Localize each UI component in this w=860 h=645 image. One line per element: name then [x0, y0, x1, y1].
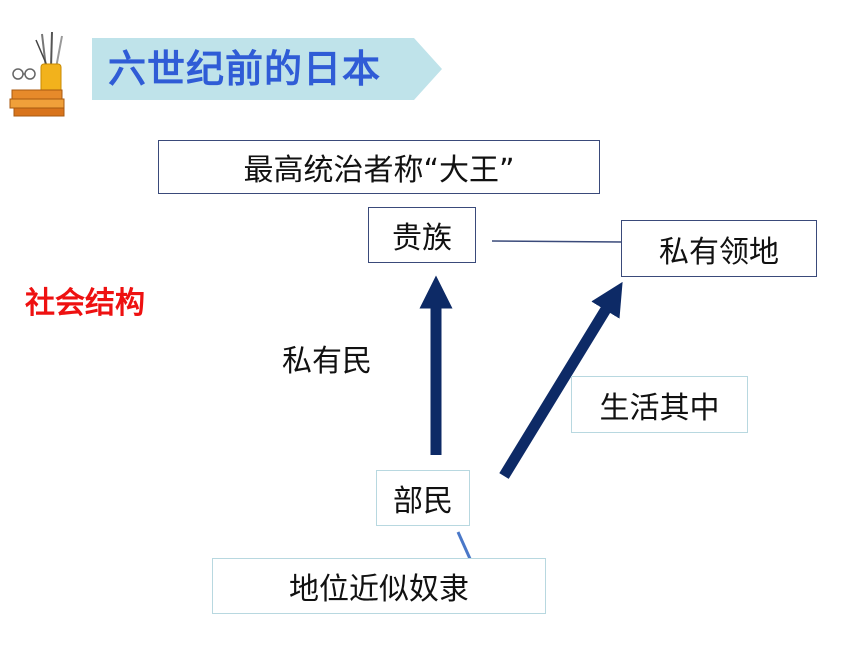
page-title: 六世纪前的日本: [108, 47, 382, 91]
private-people-label: 私有民: [282, 344, 372, 379]
people-box: 部民: [376, 470, 470, 526]
ruler-box: 最高统治者称“大王”: [158, 140, 600, 194]
territory-label: 私有领地: [659, 234, 779, 270]
ruler-label: 最高统治者称“大王”: [243, 153, 515, 188]
live-within-label: 生活其中: [599, 390, 720, 426]
nobles-box: 贵族: [368, 207, 476, 263]
nobles-territory-line: [491, 240, 623, 243]
territory-box: 私有领地: [621, 220, 817, 277]
status-label: 地位近似奴隶: [289, 572, 469, 607]
books-and-pens-icon: [9, 31, 65, 117]
nobles-label: 贵族: [392, 221, 452, 256]
live-within-box: 生活其中: [571, 376, 748, 433]
title-banner: [92, 38, 442, 100]
people-label: 部民: [393, 484, 453, 519]
social-structure-label: 社会结构: [25, 286, 145, 321]
status-box: 地位近似奴隶: [212, 558, 546, 614]
arrow-people-to-territory: [499, 281, 623, 479]
